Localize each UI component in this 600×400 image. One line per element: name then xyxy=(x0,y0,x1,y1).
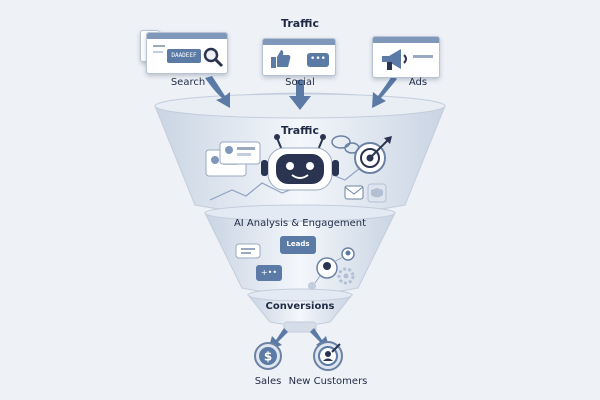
ads-card xyxy=(372,36,440,78)
trend-line xyxy=(209,159,371,201)
dollar-icon: $ xyxy=(254,342,282,370)
gear-icon xyxy=(337,267,355,285)
search-card-text: DAADEEF xyxy=(167,49,201,63)
customer-target-icon xyxy=(313,341,343,371)
megaphone-icon xyxy=(382,49,407,70)
outcome-label-sales: Sales xyxy=(254,376,282,387)
arrow-search xyxy=(205,76,230,108)
arrow-social xyxy=(289,80,311,110)
social-card: ••• xyxy=(262,38,336,76)
target-icon xyxy=(354,136,392,174)
robot-icon xyxy=(261,134,339,191)
profile-card-icon xyxy=(205,141,261,177)
network-icon xyxy=(308,247,355,290)
traffic-header: Traffic xyxy=(281,17,319,30)
svg-text:$: $ xyxy=(264,350,272,364)
funnel-spout xyxy=(283,321,317,333)
leads-badge: Leads xyxy=(280,236,316,254)
funnel-stage-3-label: Conversions xyxy=(265,301,335,312)
chat-lines-icon xyxy=(235,243,261,259)
mail-icon xyxy=(344,185,364,200)
thumbs-up-icon xyxy=(271,50,291,68)
funnel-stage-2-label: AI Analysis & Engagement xyxy=(233,218,367,229)
source-label-search: Search xyxy=(170,77,206,88)
shield-icon xyxy=(367,183,387,203)
funnel-stage-1-label: Traffic xyxy=(281,124,319,137)
source-label-ads: Ads xyxy=(408,77,428,88)
arrow-ads xyxy=(372,76,397,108)
search-card: DAADEEF xyxy=(146,32,228,74)
social-chat-icon: ••• xyxy=(307,53,329,67)
outcome-label-new-customers: New Customers xyxy=(288,376,368,387)
search-icon xyxy=(203,47,224,68)
plus-dots-badge: +•• xyxy=(256,265,282,281)
source-label-social: Social xyxy=(285,77,315,88)
